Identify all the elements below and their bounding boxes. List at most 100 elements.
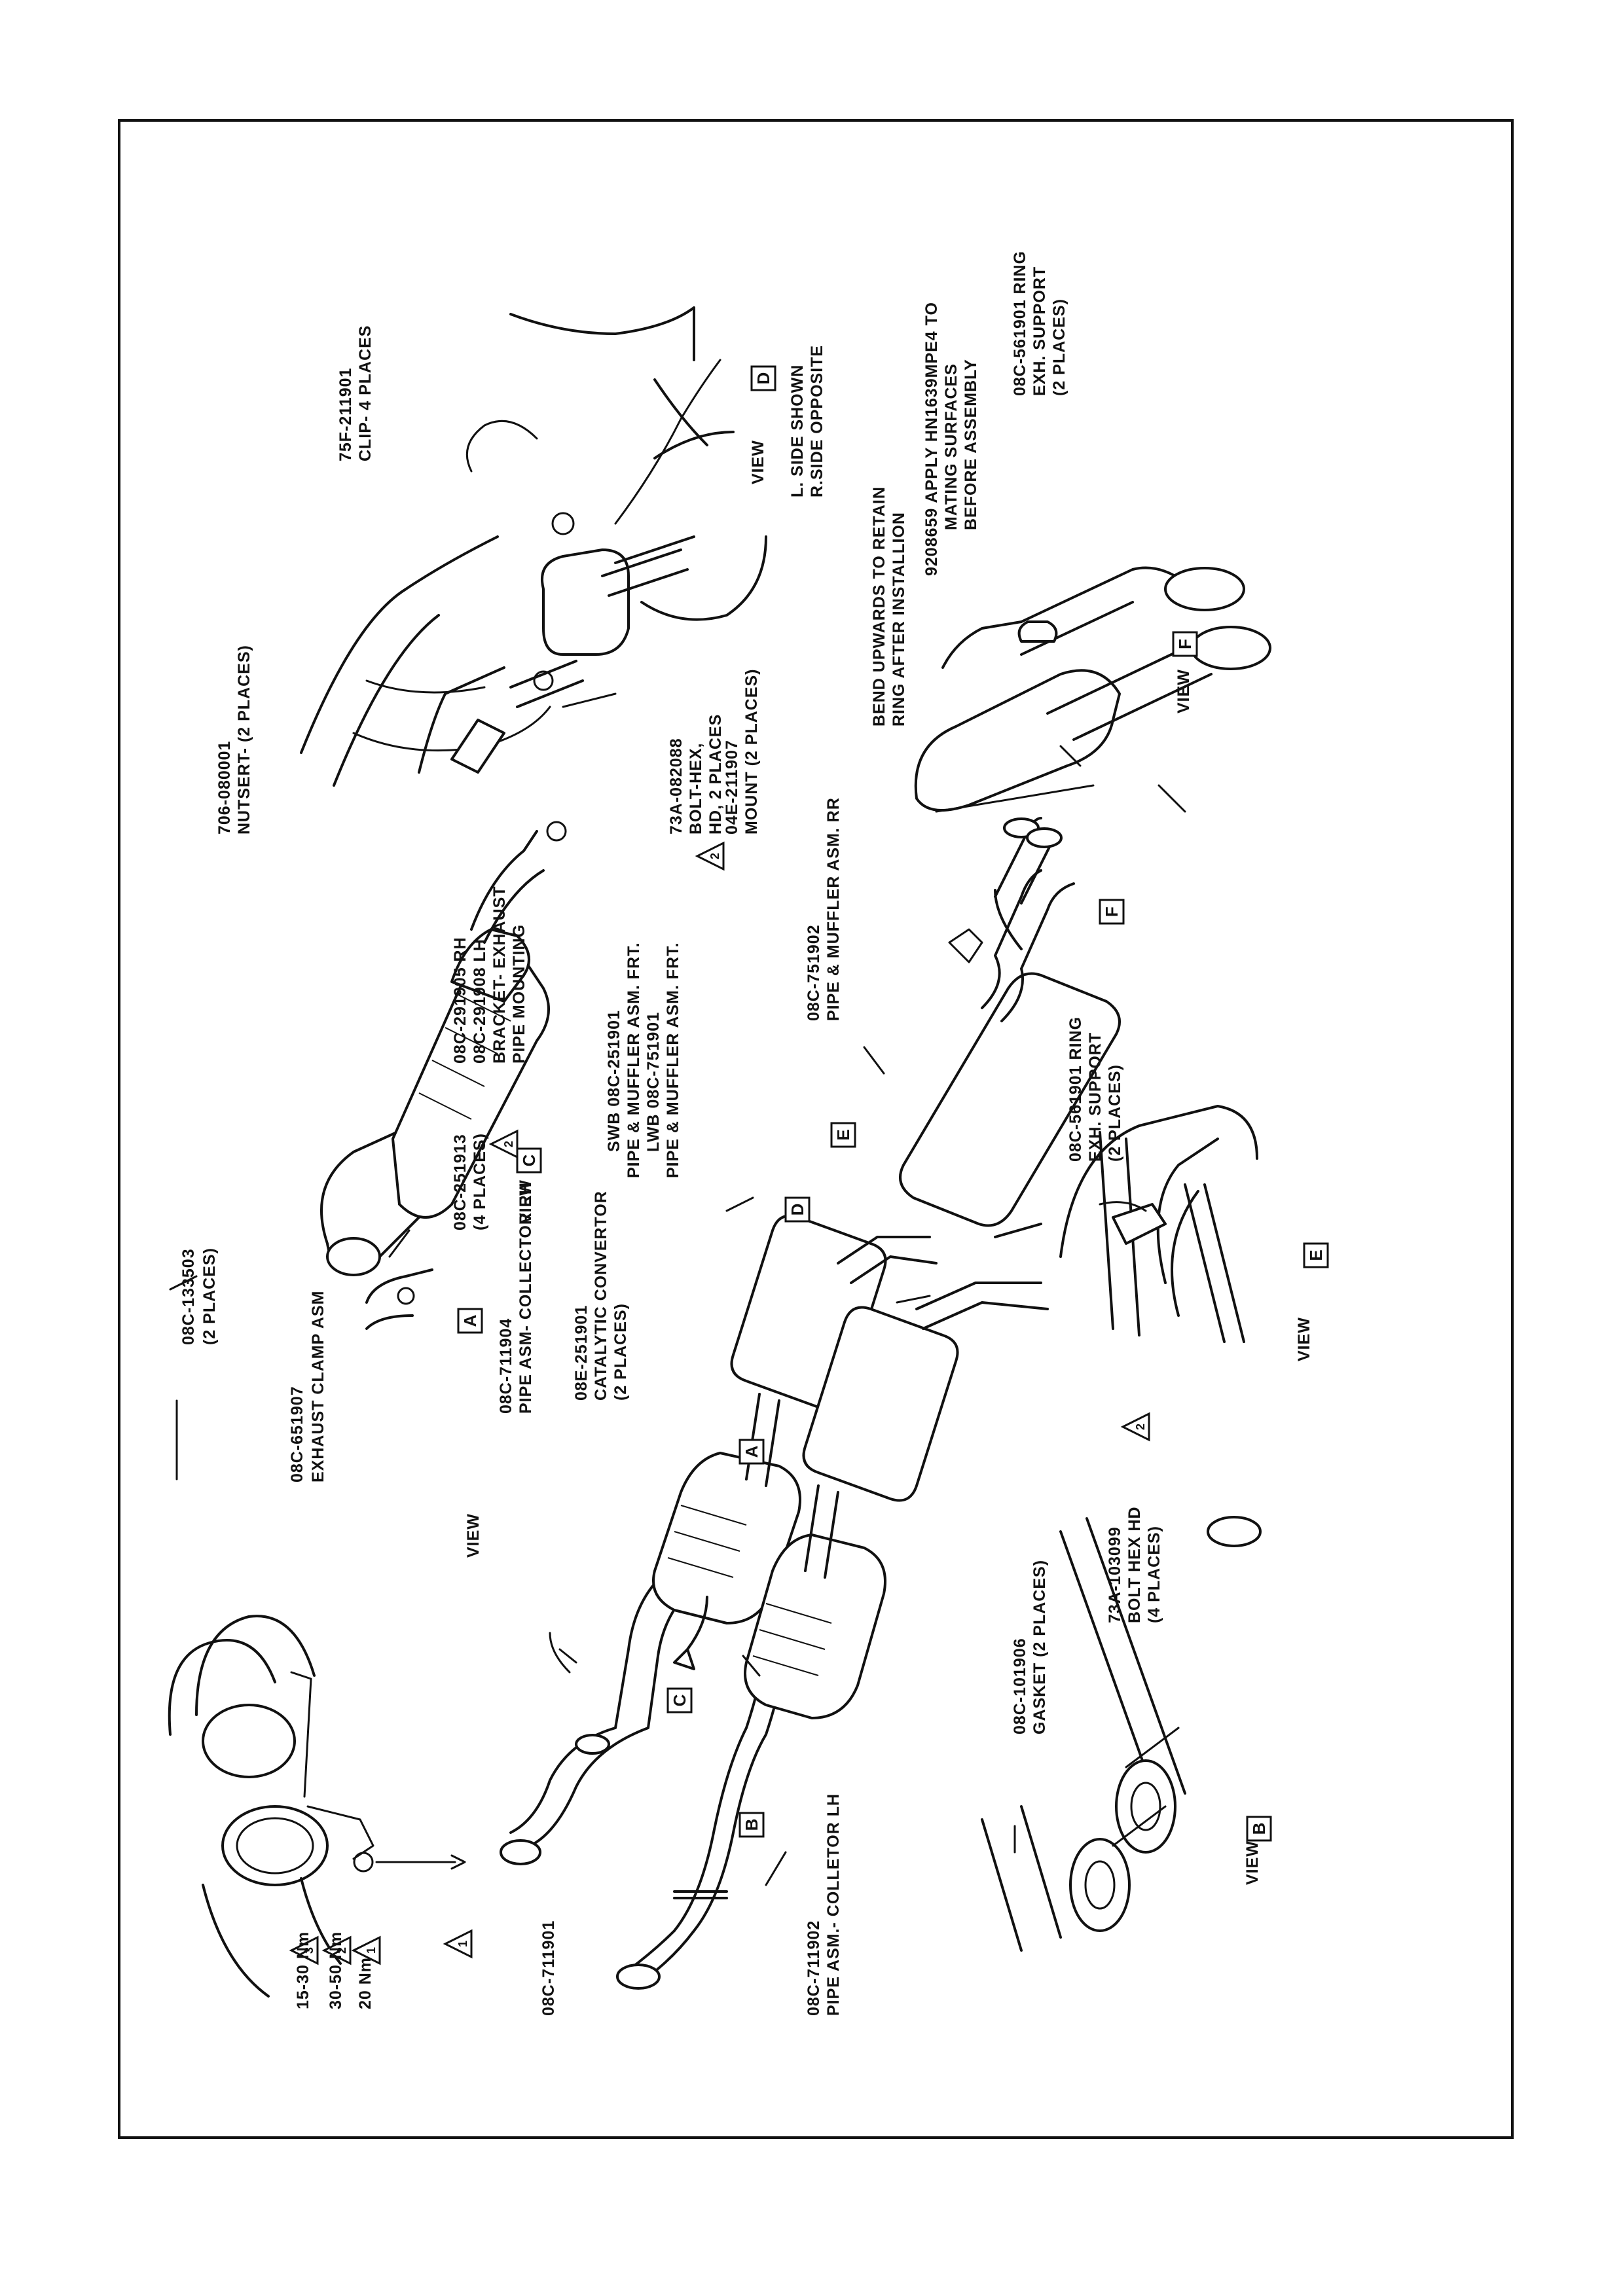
side-l-label: L. SIDE SHOWN	[788, 365, 807, 497]
bracket-name2-label: PIPE MOUNTING	[510, 924, 528, 1064]
marker-box-a1	[739, 1439, 765, 1465]
torque-triangles: 1 2 2 2 3 2 1	[289, 841, 1150, 1965]
gasket-b-name-label: GASKET (2 PLACES)	[1030, 1560, 1049, 1734]
pipe-rh-name-label: PIPE ASM- COLLECTOR RH	[517, 1182, 535, 1414]
rr-name-label: PIPE & MUFFLER ASM. RR	[824, 797, 843, 1021]
view-d-illustration	[509, 306, 708, 446]
marker-b-text-2: B	[1249, 1823, 1269, 1835]
marker-a-text-2: A	[460, 1314, 480, 1327]
marker-f-text-2: F	[1175, 639, 1195, 649]
bend1-label: BEND UPWARDS TO RETAIN	[870, 486, 888, 726]
gasket-b-part-label: 08C-101906	[1011, 1638, 1029, 1734]
marker-a-text-1: A	[742, 1445, 761, 1458]
direction-arrows	[673, 889, 1042, 1899]
apply2-label: MATING SURFACES	[942, 363, 960, 530]
bend2-label: RING AFTER INSTALLION	[890, 512, 908, 726]
view-b-gasket-illustration	[981, 1516, 1262, 1952]
bolt-part-label: 73A-082088	[667, 738, 685, 834]
view-c-label: VIEW	[517, 1179, 535, 1224]
view-b-label: VIEW	[1243, 1840, 1262, 1885]
ring-f-part-label: 08C-561901 RING	[1011, 251, 1029, 396]
view-e-ring-illustration	[1059, 1105, 1258, 1343]
bolt-b-qty-label: (4 PLACES)	[1145, 1526, 1163, 1623]
mount-part-label: 04E-211907	[723, 740, 741, 834]
lwb-label: LWB 08C-751901	[644, 1012, 663, 1152]
ring-f-qty-label: (2 PLACES)	[1050, 298, 1068, 396]
marker-e-text-1: E	[833, 1129, 853, 1140]
torque-tri-1-a	[443, 1929, 473, 1959]
apply3-label: BEFORE ASSEMBLY	[962, 359, 980, 530]
flange-qty-label: (4 PLACES)	[471, 1133, 489, 1230]
marker-box-a2	[457, 1308, 483, 1334]
view-markers: A A B B C C D D E E F F	[457, 365, 1329, 1842]
marker-box-b2	[1246, 1816, 1272, 1842]
front-mufflers-illustration	[730, 1214, 1049, 1579]
marker-f-text-1: F	[1102, 906, 1122, 917]
marker-box-c2	[516, 1147, 542, 1174]
leader-lines	[169, 745, 1186, 1886]
gasket-c-part-label: 08C-133503	[179, 1248, 198, 1345]
view-a-label: VIEW	[464, 1513, 483, 1558]
ring-e-name-label: EXH. SUPPORT	[1086, 1032, 1104, 1162]
torque3-label: 15-30 Nm	[294, 1931, 312, 2009]
marker-d-text-2: D	[754, 372, 773, 385]
lh-collector-pipe-illustration	[616, 1648, 787, 1990]
marker-e-text-2: E	[1306, 1249, 1326, 1261]
swb-name-label: PIPE & MUFFLER ASM. FRT.	[625, 942, 643, 1178]
pipe-lh-start-label: 08C-711901	[539, 1920, 558, 2016]
rear-muffler-illustration	[899, 817, 1121, 1227]
cat-part-label: 08E-251901	[572, 1305, 591, 1401]
torque-tri-3-legend-text: 3	[302, 1947, 316, 1954]
pipe-lh-name-label: PIPE ASM.- COLLETOR LH	[824, 1793, 843, 2016]
view-d-label: VIEW	[749, 440, 767, 484]
torque2-label: 30-50 Nm	[327, 1931, 345, 2009]
torque-tri-1-legend-text: 1	[365, 1947, 378, 1954]
lwb-name-label: PIPE & MUFFLER ASM. FRT.	[664, 942, 682, 1178]
bolt-b-name-label: BOLT HEX HD	[1125, 1506, 1144, 1623]
torque-tri-2-b-text: 2	[708, 853, 721, 859]
marker-c-text-1: C	[670, 1694, 689, 1706]
torque-tri-2-c-text: 2	[1134, 1424, 1147, 1430]
nutsert-part-label: 706-080001	[215, 741, 234, 834]
marker-box-e1	[830, 1122, 856, 1148]
bracket-mount-illustration	[300, 359, 767, 787]
view-f-tailpipe-illustration	[914, 566, 1271, 813]
cat-name-label: CATALYTIC CONVERTOR	[592, 1191, 610, 1401]
bracket-rh-label: 08C-291905 RH	[451, 937, 469, 1064]
pipe-lh-part-label: 08C-711902	[805, 1920, 823, 2016]
marker-c-text-2: C	[519, 1154, 539, 1166]
marker-box-f2	[1172, 631, 1198, 657]
marker-box-d2	[750, 365, 776, 391]
torque-tri-1-a-text: 1	[456, 1941, 469, 1947]
ring-f-name-label: EXH. SUPPORT	[1030, 266, 1049, 396]
nutsert-name-label: NUTSERT- (2 PLACES)	[235, 645, 253, 834]
torque-tri-2-legend	[321, 1935, 352, 1965]
marker-box-c1	[666, 1687, 693, 1713]
rotated-labels: 08C-651907 EXHAUST CLAMP ASM VIEW 08C-71…	[179, 251, 1313, 2016]
mount-name-label: MOUNT (2 PLACES)	[742, 669, 761, 835]
drawing-border	[118, 119, 1514, 2139]
bolt-qty-label: HD, 2 PLACES	[706, 714, 725, 834]
pipe-rh-part-label: 08C-711904	[497, 1318, 515, 1414]
catalytic-convertors-illustration	[652, 1452, 886, 1719]
marker-d-text-1: D	[788, 1204, 807, 1216]
clip-name-label: CLIP- 4 PLACES	[356, 325, 374, 461]
marker-b-text-1: B	[742, 1819, 761, 1831]
torque-tri-1-legend	[351, 1935, 381, 1965]
rr-part-label: 08C-751902	[805, 924, 823, 1021]
torque1-label: 20 Nm	[356, 1957, 374, 2009]
view-f-label: VIEW	[1175, 669, 1193, 713]
torque-tri-3-legend	[289, 1935, 319, 1965]
torque-tri-2-b	[695, 841, 725, 871]
bolt-b-part-label: 73A-103099	[1106, 1526, 1124, 1623]
torque-tri-2-legend-text: 2	[335, 1947, 348, 1954]
bolt-name-label: BOLT-HEX,	[687, 743, 705, 834]
bracket-lh-label: 08C-291908 LH	[471, 939, 489, 1064]
apply1-label: 9208659 APPLY HN1639MPE4 TO	[922, 302, 941, 576]
torque-tri-2-c	[1120, 1412, 1150, 1442]
ring-e-part-label: 08C-561901 RING	[1067, 1016, 1085, 1162]
clamp-name-label: EXHAUST CLAMP ASM	[309, 1291, 327, 1482]
swb-label: SWB 08C-251901	[605, 1010, 623, 1152]
side-r-label: R.SIDE OPPOSITE	[808, 345, 826, 497]
